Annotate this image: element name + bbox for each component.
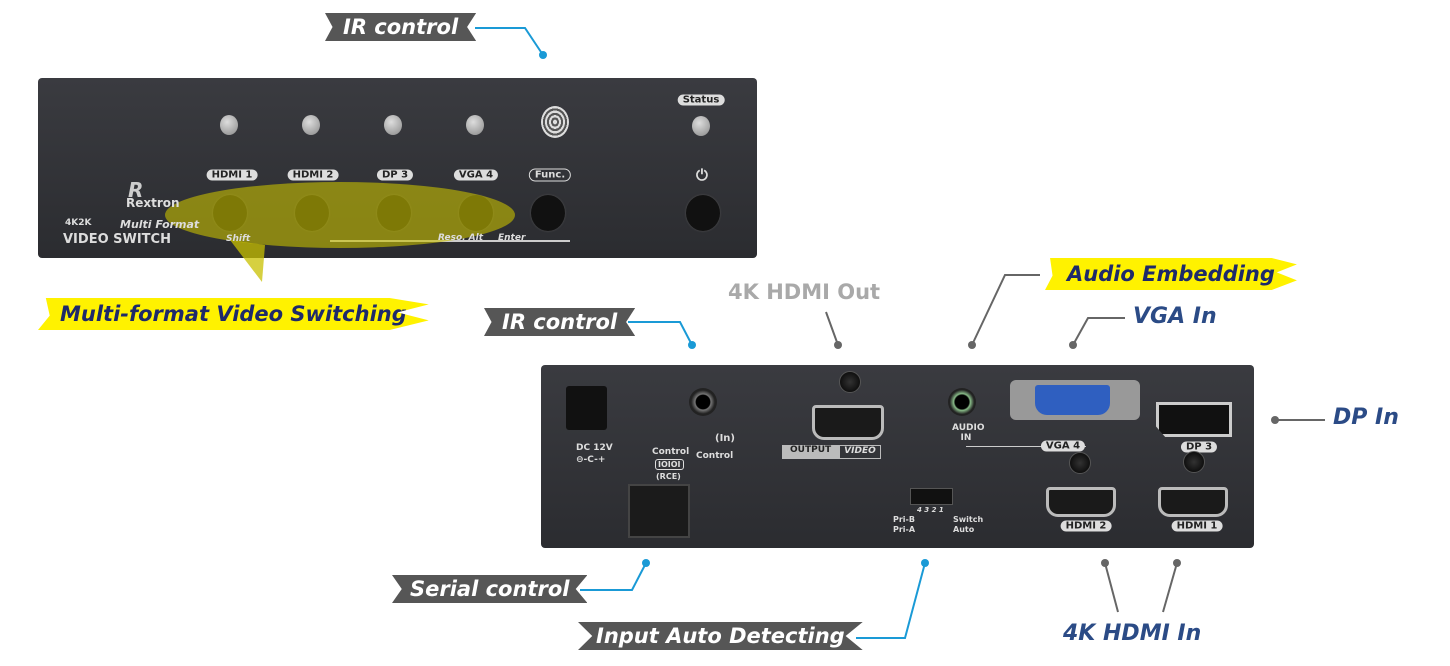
label-dp: DP 3 <box>376 169 414 181</box>
callout-ir-control-front: IR control <box>325 13 477 41</box>
callout-vga-in: VGA In <box>1133 304 1217 329</box>
hdmi-output-port[interactable] <box>812 405 884 440</box>
ir-sensor-icon <box>541 106 569 138</box>
reso-label: Reso. Alt <box>438 233 484 243</box>
model-format: Multi Format <box>120 218 200 231</box>
callout-multi-format: Multi-format Video Switching <box>38 298 429 330</box>
output-label: OUTPUT <box>782 445 840 459</box>
serial-icon: IOIOI <box>655 459 684 470</box>
power-icon: ⏻ <box>696 166 708 184</box>
ir-control-label: Control <box>696 451 734 461</box>
button-power[interactable] <box>686 195 720 231</box>
serial-protocol: (RCE) <box>656 472 681 481</box>
button-vga[interactable] <box>459 195 493 231</box>
screw-icon <box>1183 451 1205 473</box>
dc-polarity-icon: ⊖-C-+ <box>576 455 606 465</box>
front-panel: Status HDMI 1 HDMI 2 DP 3 VGA 4 Func. ⏻ … <box>38 78 757 258</box>
brand-name: Rextron <box>126 196 180 210</box>
video-label: VIDEO <box>839 445 881 459</box>
label-hdmi1: HDMI 1 <box>206 169 258 181</box>
auto-label: Auto <box>953 525 975 534</box>
button-hdmi2[interactable] <box>295 195 329 231</box>
callout-dp-in: DP In <box>1333 405 1399 430</box>
enter-label: Enter <box>498 233 526 243</box>
model-name: VIDEO SWITCH <box>63 232 171 247</box>
led-vga <box>466 115 484 135</box>
button-func[interactable] <box>531 195 565 231</box>
dp-label: DP 3 <box>1180 441 1218 453</box>
led-status <box>692 116 710 136</box>
led-hdmi2 <box>302 115 320 135</box>
screw-icon <box>1069 452 1091 474</box>
callout-hdmi-out: 4K HDMI Out <box>728 280 881 304</box>
callout-serial-control: Serial control <box>392 575 588 603</box>
vga-pins <box>1035 385 1110 415</box>
label-hdmi2: HDMI 2 <box>287 169 339 181</box>
pri-a-label: Pri-A <box>893 525 916 534</box>
hdmi2-input-port[interactable] <box>1046 487 1116 517</box>
dc-label: DC 12V <box>576 443 613 453</box>
dc-power-jack[interactable] <box>566 386 607 430</box>
button-dp[interactable] <box>377 195 411 231</box>
hdmi2-label: HDMI 2 <box>1060 520 1112 532</box>
callout-ir-control-rear: IR control <box>484 308 636 336</box>
callout-hdmi-in: 4K HDMI In <box>1063 621 1202 646</box>
callout-audio-embedding: Audio Embedding <box>1045 258 1297 290</box>
status-label: Status <box>677 94 725 106</box>
label-func: Func. <box>528 168 572 182</box>
led-hdmi1 <box>220 115 238 135</box>
switch-label: Switch <box>953 515 984 524</box>
dip-numbers: 4 3 2 1 <box>917 506 944 514</box>
shift-label: Shift <box>226 234 251 244</box>
model-4k2k: 4K2K <box>65 218 92 228</box>
vga-audio-link-line <box>966 446 1086 447</box>
vga-label: VGA 4 <box>1040 440 1086 452</box>
ir-input-jack[interactable] <box>689 388 717 416</box>
led-dp <box>384 115 402 135</box>
button-hdmi1[interactable] <box>213 195 247 231</box>
screw-icon <box>839 371 861 393</box>
dip-switch[interactable] <box>910 488 953 505</box>
vga-port[interactable] <box>1010 380 1140 420</box>
audio-in-label: AUDIO IN <box>952 423 985 443</box>
callout-input-auto-detecting: Input Auto Detecting <box>578 622 863 650</box>
output-video-label: OUTPUT VIDEO <box>782 445 881 459</box>
serial-control-label: Control <box>652 447 690 457</box>
label-vga: VGA 4 <box>453 169 499 181</box>
rj45-serial-port[interactable] <box>628 484 690 538</box>
hdmi1-label: HDMI 1 <box>1171 520 1223 532</box>
rear-panel: DC 12V ⊖-C-+ (In) Control Control IOIOI … <box>541 365 1254 548</box>
ir-in-label: (In) <box>715 433 735 444</box>
displayport-port[interactable] <box>1156 402 1232 437</box>
hdmi1-input-port[interactable] <box>1158 487 1228 517</box>
rextron-logo-icon: R <box>128 178 144 202</box>
pri-b-label: Pri-B <box>893 515 915 524</box>
audio-in-jack[interactable] <box>948 388 976 416</box>
